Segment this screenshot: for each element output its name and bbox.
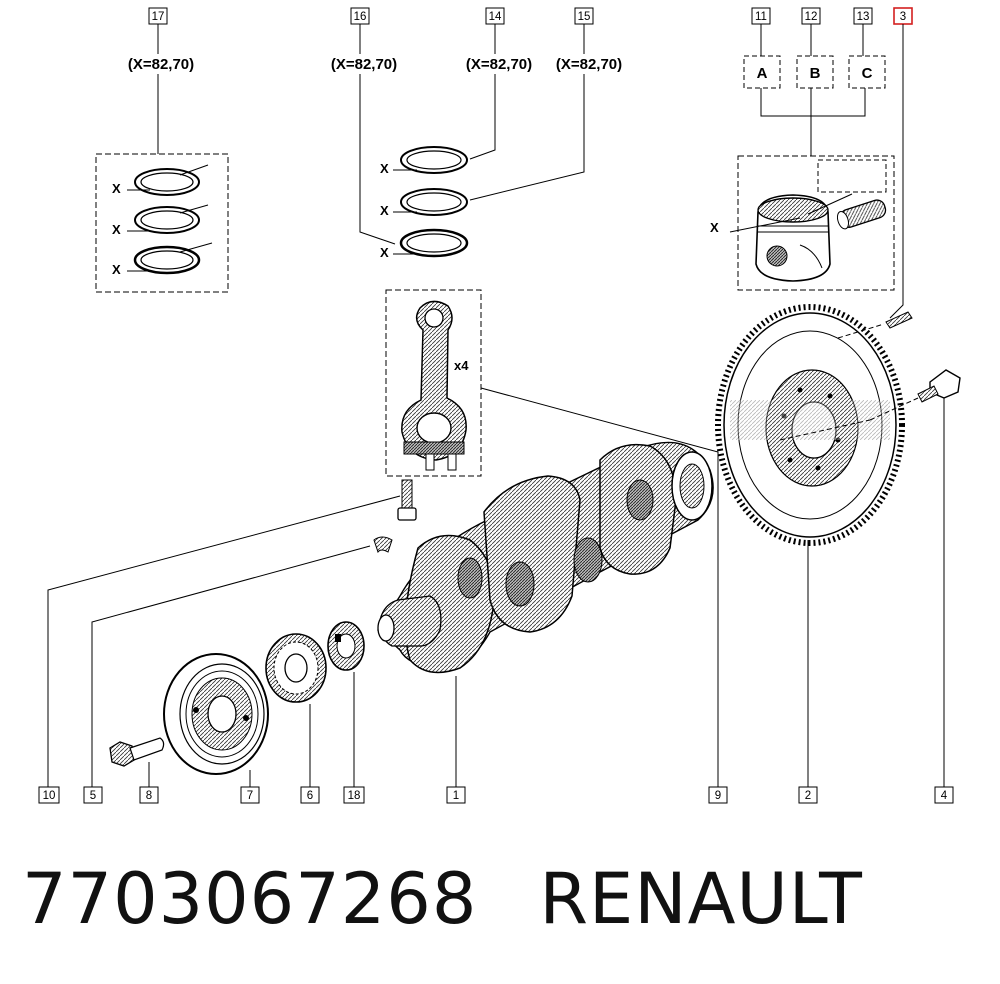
- quantity-x4: x4: [454, 358, 469, 373]
- callout-3-label: 3: [900, 11, 906, 23]
- grade-b-label: B: [810, 65, 821, 82]
- dowel-pin: [885, 311, 913, 329]
- flywheel-bolt: [917, 369, 961, 403]
- callout-11[interactable]: 11: [751, 7, 771, 25]
- top-leader-lines: [157, 24, 904, 319]
- callout-2-label: 2: [805, 790, 811, 802]
- crank-sprocket: [327, 621, 365, 671]
- callout-16-label: 16: [354, 11, 367, 23]
- callout-9-label: 9: [715, 790, 721, 802]
- callout-8[interactable]: 8: [139, 786, 159, 804]
- dimension-15: (X=82,70): [556, 56, 622, 73]
- callout-17[interactable]: 17: [148, 7, 168, 25]
- part-number: 7703067268: [22, 858, 478, 940]
- callout-11-label: 11: [755, 11, 767, 23]
- callout-5-label: 5: [90, 790, 96, 802]
- callout-4[interactable]: 4: [934, 786, 954, 804]
- grade-box-b: B: [796, 55, 834, 89]
- callout-12[interactable]: 12: [801, 7, 821, 25]
- piston-rings-14-15-16: [393, 146, 469, 258]
- callout-7-label: 7: [247, 790, 253, 802]
- callout-15[interactable]: 15: [574, 7, 594, 25]
- callout-9[interactable]: 9: [708, 786, 728, 804]
- callout-10[interactable]: 10: [38, 786, 60, 804]
- grade-box-c: C: [848, 55, 886, 89]
- grade-box-a: A: [743, 55, 781, 89]
- x-marker: X: [710, 220, 719, 235]
- callout-18[interactable]: 18: [343, 786, 365, 804]
- callout-14[interactable]: 14: [485, 7, 505, 25]
- x-marker: X: [380, 203, 389, 218]
- callout-18-label: 18: [348, 790, 361, 802]
- brand-name: RENAULT: [539, 858, 863, 940]
- callout-8-label: 8: [146, 790, 152, 802]
- part-caption: 7703067268 RENAULT: [22, 858, 863, 940]
- crankshaft: [377, 441, 714, 674]
- flywheel: [715, 304, 905, 546]
- bearing-shell: [373, 536, 393, 554]
- grade-c-label: C: [862, 65, 873, 82]
- x-marker: X: [112, 181, 121, 196]
- callout-14-label: 14: [489, 11, 502, 23]
- dimension-17: (X=82,70): [128, 56, 194, 73]
- dimension-16: (X=82,70): [331, 56, 397, 73]
- callout-6[interactable]: 6: [300, 786, 320, 804]
- grade-a-label: A: [757, 65, 768, 82]
- callout-1-label: 1: [453, 790, 459, 802]
- callout-1[interactable]: 1: [446, 786, 466, 804]
- pulley-bolt: [109, 737, 165, 767]
- x-marker: X: [112, 262, 121, 277]
- callout-10-label: 10: [43, 790, 56, 802]
- callout-7[interactable]: 7: [240, 786, 260, 804]
- callout-13-label: 13: [857, 11, 870, 23]
- bottom-leader-lines: [47, 387, 945, 787]
- piston-assembly: X: [710, 155, 895, 291]
- callout-4-label: 4: [941, 790, 948, 802]
- piston-ring-set-17: X X X: [95, 153, 229, 293]
- callout-12-label: 12: [805, 11, 818, 23]
- callout-6-label: 6: [307, 790, 313, 802]
- callout-13[interactable]: 13: [853, 7, 873, 25]
- connecting-rod: x4: [385, 289, 482, 477]
- rod-bolt: [397, 479, 417, 521]
- callout-16[interactable]: 16: [350, 7, 370, 25]
- callout-17-label: 17: [152, 11, 165, 23]
- x-marker: X: [112, 222, 121, 237]
- timing-gear: [265, 633, 327, 703]
- x-marker: X: [380, 161, 389, 176]
- x-marker: X: [380, 245, 389, 260]
- callout-2[interactable]: 2: [798, 786, 818, 804]
- crank-pulley: [163, 653, 269, 775]
- callout-3-highlighted[interactable]: 3: [893, 7, 913, 25]
- dimension-14: (X=82,70): [466, 56, 532, 73]
- callout-5[interactable]: 5: [83, 786, 103, 804]
- callout-15-label: 15: [578, 11, 591, 23]
